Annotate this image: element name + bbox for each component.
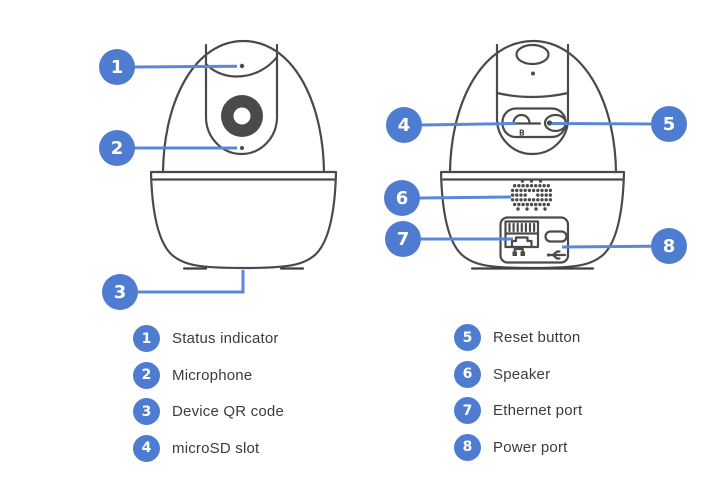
microphone-hole xyxy=(240,146,244,150)
callout-line-8 xyxy=(561,244,652,249)
callout-badge-7: 7 xyxy=(385,221,421,257)
microsd-slot-icon: B xyxy=(506,113,542,138)
front-dome xyxy=(161,39,326,174)
legend-item-microsd-slot: 4 microSD slot xyxy=(133,434,284,462)
lens-center xyxy=(233,107,251,125)
front-body xyxy=(149,170,338,270)
callout-line-1 xyxy=(133,64,238,69)
legend-item-device-qr-code: 3 Device QR code xyxy=(133,398,284,425)
callout-badge-8: 8 xyxy=(651,228,687,264)
legend-label-status-indicator: Status indicator xyxy=(172,330,279,347)
power-port-icon xyxy=(544,230,568,243)
legend-label-ethernet-port: Ethernet port xyxy=(493,402,583,419)
callout-badge-3: 3 xyxy=(102,274,138,310)
legend-label-microsd-slot: microSD slot xyxy=(172,439,260,457)
microsd-marking: B xyxy=(519,129,525,138)
camera-front-illustration xyxy=(149,39,338,270)
speaker-grille xyxy=(510,179,553,211)
back-lens-housing xyxy=(515,43,550,66)
callout-badge-5: 5 xyxy=(651,106,687,142)
legend-item-reset-button: 5 Reset button xyxy=(454,324,582,351)
legend-item-power-port: 8 Power port xyxy=(454,433,582,461)
callout-line-4 xyxy=(421,122,517,127)
callout-line-3 xyxy=(138,270,245,294)
legend-badge-8: 8 xyxy=(454,433,481,461)
callout-badge-4: 4 xyxy=(386,107,422,143)
legend-item-status-indicator: 1 Status indicator xyxy=(133,325,284,352)
callout-badge-1: 1 xyxy=(99,49,135,85)
legend-item-speaker: 6 Speaker xyxy=(454,360,582,388)
legend-item-ethernet-port: 7 Ethernet port xyxy=(454,397,582,424)
camera-back-illustration: B xyxy=(439,39,626,270)
ethernet-port-icon xyxy=(504,220,540,249)
legend-badge-2: 2 xyxy=(133,361,160,389)
legend-badge-6: 6 xyxy=(454,360,481,388)
legend-badge-7: 7 xyxy=(454,397,481,424)
status-indicator-dot xyxy=(239,63,245,69)
usb-power-icon xyxy=(546,250,567,260)
legend-label-reset-button: Reset button xyxy=(493,329,581,346)
legend-badge-5: 5 xyxy=(454,324,481,351)
network-icon xyxy=(512,247,525,256)
legend-label-device-qr-code: Device QR code xyxy=(172,403,285,420)
legend-label-microphone: Microphone xyxy=(172,366,253,384)
legend-right-column: 5 Reset button 6 Speaker 7 Ethernet port… xyxy=(454,324,582,461)
callout-badge-6: 6 xyxy=(384,180,420,216)
callout-line-5 xyxy=(551,122,652,126)
callout-lines xyxy=(133,64,652,294)
legend-badge-1: 1 xyxy=(133,325,160,352)
callout-line-6 xyxy=(419,195,512,200)
legend-badge-4: 4 xyxy=(133,434,160,462)
legend-label-power-port: Power port xyxy=(493,438,568,456)
back-capsule-seam xyxy=(495,91,570,99)
legend-left-column: 1 Status indicator 2 Microphone 3 Device… xyxy=(133,325,284,462)
back-lens-capsule xyxy=(495,43,570,156)
back-small-hole xyxy=(531,71,535,76)
legend-label-speaker: Speaker xyxy=(493,365,551,383)
front-face-arc xyxy=(204,55,279,78)
legend-badge-3: 3 xyxy=(133,398,160,425)
back-dome xyxy=(448,39,618,174)
callout-badge-2: 2 xyxy=(99,130,135,166)
legend-item-microphone: 2 Microphone xyxy=(133,361,284,389)
front-lens-capsule xyxy=(204,43,279,156)
